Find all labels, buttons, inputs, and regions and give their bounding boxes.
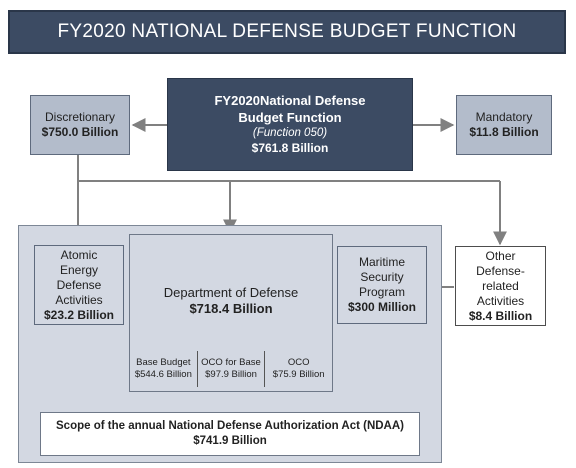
maritime-line: Program: [358, 285, 405, 299]
other-line: Other: [485, 248, 516, 263]
atomic-line: Defense: [56, 277, 102, 292]
atomic-line: Energy: [59, 262, 99, 277]
diagram-title: FY2020 NATIONAL DEFENSE BUDGET FUNCTION: [8, 10, 566, 54]
divider: [196, 351, 198, 387]
top-line2: Budget Function: [238, 110, 342, 125]
other-line: Defense-: [476, 263, 525, 278]
mandatory-label: Mandatory: [475, 110, 533, 124]
dod-part-oco-base: OCO for Base $97.9 Billion: [198, 351, 265, 387]
dod-part-base: Base Budget $544.6 Billion: [130, 351, 197, 387]
other-amount: $8.4 Billion: [468, 308, 533, 323]
part-amount: $75.9 Billion: [272, 369, 325, 380]
top-amount: $761.8 Billion: [251, 141, 329, 155]
atomic-line: Atomic: [60, 247, 98, 262]
part-label: Base Budget: [136, 357, 191, 368]
ndaa-label: Scope of the annual National Defense Aut…: [56, 420, 404, 432]
mandatory-box: Mandatory $11.8 Billion: [456, 95, 552, 155]
atomic-line: Activities: [55, 292, 103, 307]
national-defense-function-box: FY2020National Defense Budget Function (…: [167, 78, 413, 171]
dod-label: Department of Defense: [163, 285, 299, 300]
dod-box: Department of Defense $718.4 Billion Bas…: [129, 234, 333, 392]
divider: [264, 351, 266, 387]
other-line: related: [482, 278, 519, 293]
part-label: OCO for Base: [201, 357, 261, 368]
top-line1: FY2020National Defense: [214, 93, 366, 108]
part-amount: $97.9 Billion: [205, 369, 257, 380]
ndaa-box: Scope of the annual National Defense Aut…: [40, 412, 420, 456]
maritime-amount: $300 Million: [347, 300, 417, 314]
ndaa-amount: $741.9 Billion: [193, 435, 267, 447]
other-line: Activities: [476, 293, 525, 308]
part-label: OCO: [287, 357, 310, 368]
top-function-code: (Function 050): [252, 127, 328, 139]
maritime-line: Maritime: [358, 255, 405, 269]
part-amount: $544.6 Billion: [134, 369, 192, 380]
maritime-line: Security: [360, 270, 404, 284]
atomic-amount: $23.2 Billion: [43, 307, 115, 322]
maritime-security-box: Maritime Security Program $300 Million: [337, 246, 427, 324]
other-defense-box: Other Defense- related Activities $8.4 B…: [455, 246, 546, 326]
discretionary-box: Discretionary $750.0 Billion: [30, 95, 130, 155]
mandatory-amount: $11.8 Billion: [469, 125, 539, 139]
dod-amount: $718.4 Billion: [189, 301, 273, 316]
dod-part-oco: OCO $75.9 Billion: [265, 351, 332, 387]
discretionary-label: Discretionary: [44, 110, 116, 124]
dod-breakdown: Base Budget $544.6 Billion OCO for Base …: [130, 351, 332, 387]
discretionary-amount: $750.0 Billion: [41, 125, 119, 139]
atomic-energy-box: Atomic Energy Defense Activities $23.2 B…: [34, 245, 124, 325]
